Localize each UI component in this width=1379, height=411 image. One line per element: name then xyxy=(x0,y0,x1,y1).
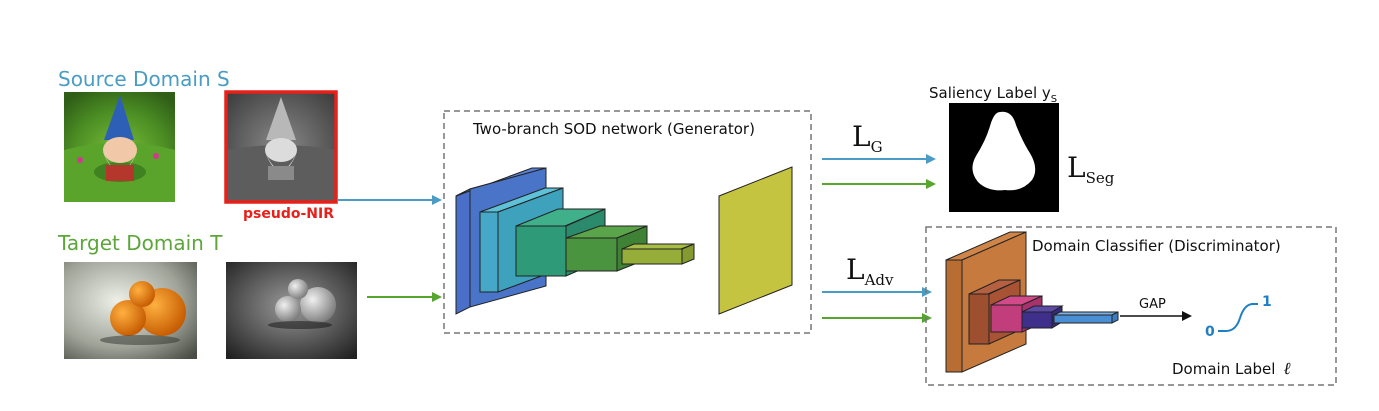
domain-label-zero: 0 xyxy=(1205,324,1215,340)
gap-label: GAP xyxy=(1139,297,1166,312)
generator-box xyxy=(443,110,812,334)
discriminator-box xyxy=(925,226,1337,386)
generator-feature-stack xyxy=(455,166,793,315)
pseudo-nir-label: pseudo-NIR xyxy=(243,206,334,222)
domain-label-one: 1 xyxy=(1262,294,1272,310)
loss-ladv: LAdv xyxy=(846,253,894,289)
loss-lseg: LSeg xyxy=(1067,151,1115,187)
sigmoid-curve xyxy=(1218,303,1258,332)
generator-title: Two-branch SOD network (Generator) xyxy=(472,120,755,138)
loss-lg: LG xyxy=(852,120,883,156)
discriminator-feature-stack xyxy=(945,231,1119,373)
source-domain-title: Source Domain S xyxy=(58,67,230,91)
source-rgb-image xyxy=(64,92,175,202)
discriminator-title: Domain Classifier (Discriminator) xyxy=(1032,237,1281,255)
target-nir-image xyxy=(226,262,357,359)
saliency-title: Saliency Label yS xyxy=(929,84,1057,105)
source-pseudo-nir-image xyxy=(224,90,338,204)
target-domain-title: Target Domain T xyxy=(57,231,223,255)
target-rgb-image xyxy=(64,262,197,359)
saliency-mask xyxy=(949,103,1059,212)
